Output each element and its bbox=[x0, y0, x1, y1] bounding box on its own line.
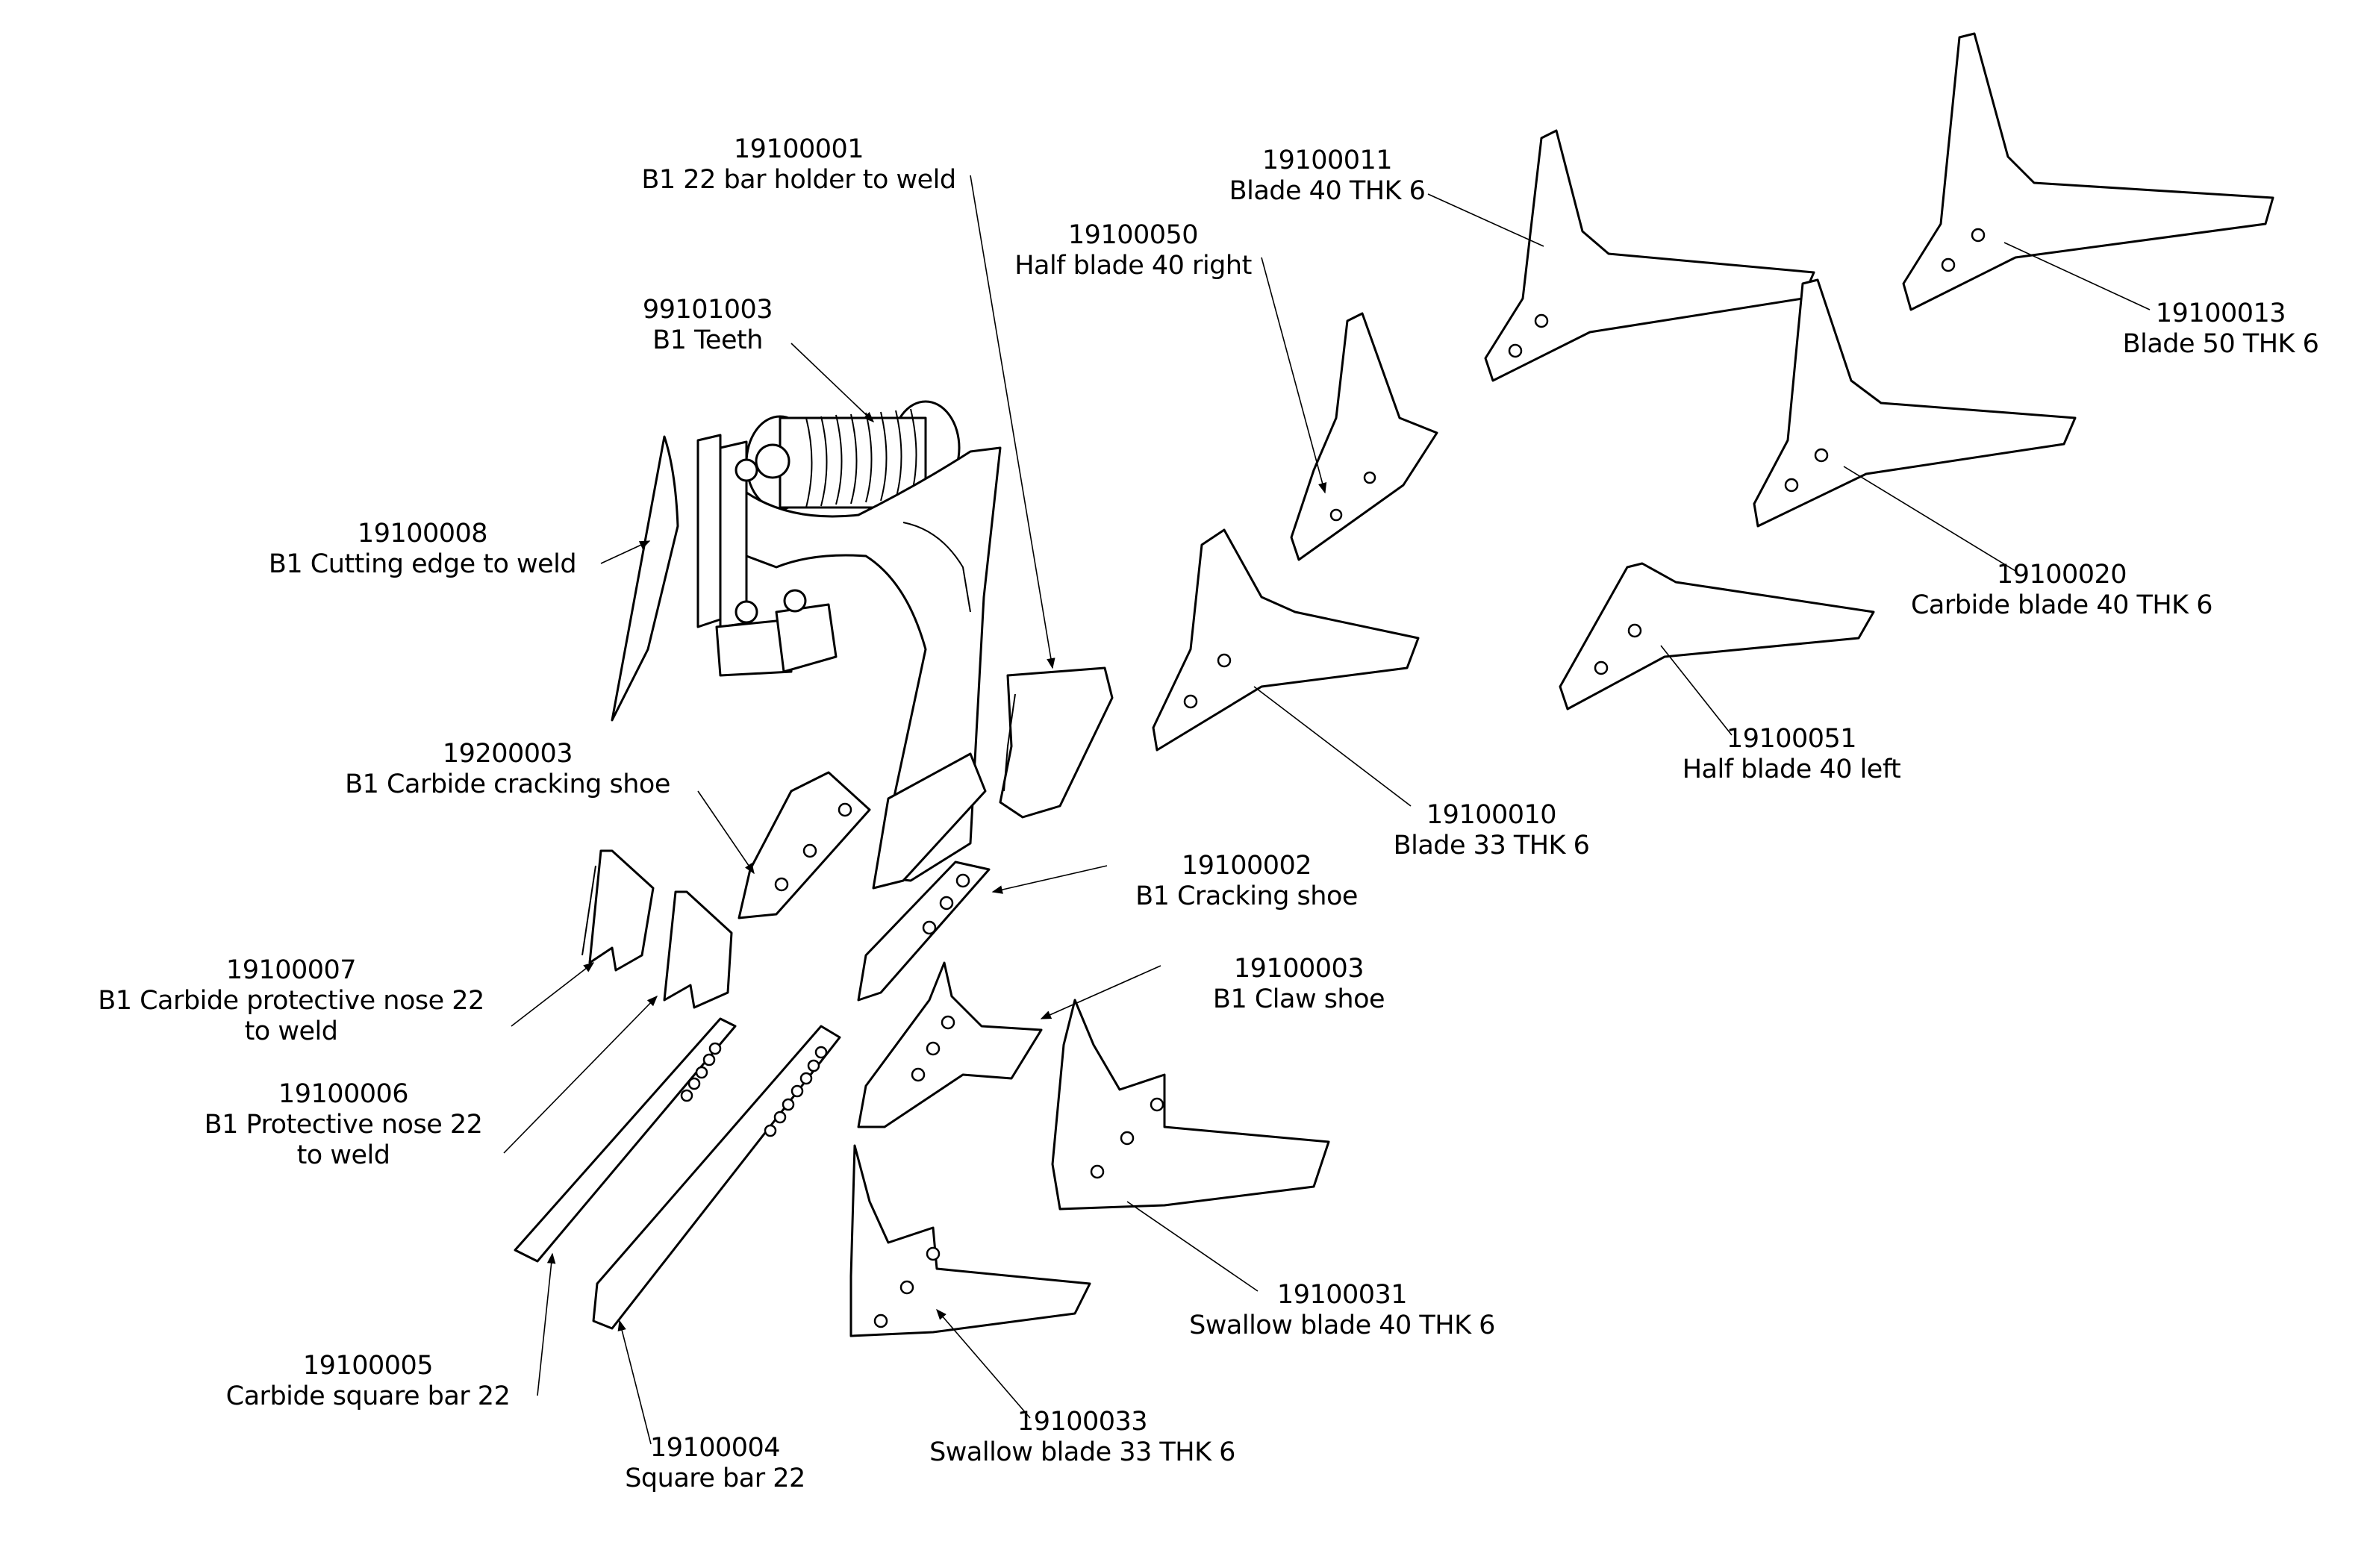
leader-19100002 bbox=[991, 865, 1108, 894]
part-description: B1 Protective nose 22 bbox=[204, 1110, 483, 1140]
callout-19100002: 19100002 B1 Cracking shoe bbox=[1135, 851, 1358, 912]
callout-19100007: 19100007 B1 Carbide protective nose 22 t… bbox=[98, 955, 484, 1047]
part-description: B1 Carbide protective nose 22 bbox=[98, 986, 484, 1016]
part-description: B1 Cutting edge to weld bbox=[268, 549, 577, 579]
part-description: Swallow blade 40 THK 6 bbox=[1189, 1311, 1495, 1340]
part-number: 99101003 bbox=[642, 295, 773, 325]
part-number: 19100010 bbox=[1426, 800, 1557, 830]
leader-19100013 bbox=[2003, 242, 2151, 310]
callout-19100011: 19100011 Blade 40 THK 6 bbox=[1229, 146, 1426, 207]
part-swallow-blade-33 bbox=[849, 1144, 1091, 1337]
part-bar-holder bbox=[999, 666, 1114, 819]
leader-19100003 bbox=[1040, 965, 1161, 1019]
part-carbide-protective-nose bbox=[581, 849, 655, 972]
leader-19100033 bbox=[936, 1308, 1031, 1419]
part-number: 19100011 bbox=[1262, 146, 1393, 175]
part-description: Half blade 40 right bbox=[1014, 251, 1252, 281]
part-description-line-2: to weld bbox=[244, 1016, 338, 1046]
callout-19100008: 19100008 B1 Cutting edge to weld bbox=[268, 519, 577, 580]
part-number: 19100003 bbox=[1233, 954, 1365, 984]
leader-19200003 bbox=[697, 790, 755, 875]
leader-lines bbox=[503, 175, 2151, 1445]
leader-99101003 bbox=[790, 343, 875, 422]
leader-19100007 bbox=[511, 962, 595, 1027]
part-swallow-blade-40 bbox=[1051, 999, 1330, 1211]
part-half-blade-40-left bbox=[1559, 562, 1875, 710]
part-description: B1 Teeth bbox=[652, 325, 763, 355]
callout-19100050: 19100050 Half blade 40 right bbox=[1014, 220, 1252, 281]
part-cracking-shoe bbox=[857, 860, 991, 1002]
part-description: B1 Cracking shoe bbox=[1135, 881, 1358, 911]
callout-19200003: 19200003 B1 Carbide cracking shoe bbox=[345, 739, 670, 800]
callout-19100006: 19100006 B1 Protective nose 22 to weld bbox=[205, 1079, 483, 1171]
callout-19100003: 19100003 B1 Claw shoe bbox=[1213, 954, 1385, 1015]
callout-19100001: 19100001 B1 22 bar holder to weld bbox=[641, 134, 956, 196]
callout-19100004: 19100004 Square bar 22 bbox=[625, 1433, 805, 1494]
part-number: 19100013 bbox=[2155, 299, 2286, 328]
part-description: Swallow blade 33 THK 6 bbox=[929, 1437, 1235, 1467]
leader-19100008 bbox=[600, 540, 651, 564]
part-description: Square bar 22 bbox=[625, 1464, 805, 1493]
part-number: 19100007 bbox=[225, 955, 357, 985]
leader-19100006 bbox=[503, 995, 658, 1154]
part-description-line-2: to weld bbox=[296, 1140, 390, 1170]
part-description: B1 Carbide cracking shoe bbox=[345, 769, 670, 799]
part-description: Blade 40 THK 6 bbox=[1229, 176, 1426, 206]
leader-19100031 bbox=[1126, 1201, 1259, 1292]
callout-19100051: 19100051 Half blade 40 left bbox=[1683, 724, 1901, 785]
part-claw-shoe bbox=[857, 961, 1043, 1128]
callout-19100031: 19100031 Swallow blade 40 THK 6 bbox=[1189, 1280, 1495, 1341]
part-description: Half blade 40 left bbox=[1682, 755, 1901, 784]
leader-19100001 bbox=[970, 175, 1055, 669]
part-number: 19100005 bbox=[302, 1351, 434, 1381]
part-description: B1 22 bar holder to weld bbox=[641, 165, 956, 195]
leader-19100051 bbox=[1660, 645, 1733, 736]
part-description: Blade 33 THK 6 bbox=[1393, 831, 1590, 860]
leader-19100020 bbox=[1843, 466, 2016, 572]
part-protective-nose bbox=[663, 890, 733, 1009]
shank-assembly bbox=[611, 400, 1002, 890]
part-number: 19200003 bbox=[442, 739, 573, 769]
part-carbide-blade-40 bbox=[1753, 278, 2077, 528]
part-carbide-square-bar bbox=[514, 1017, 737, 1263]
part-carbide-cracking-shoe bbox=[737, 771, 871, 919]
part-number: 19100050 bbox=[1067, 220, 1199, 250]
part-square-bar bbox=[592, 1025, 841, 1330]
leader-19100050 bbox=[1261, 257, 1327, 494]
part-number: 19100006 bbox=[278, 1079, 409, 1109]
part-number: 19100051 bbox=[1726, 724, 1857, 754]
leader-19100010 bbox=[1253, 686, 1412, 807]
part-number: 19100031 bbox=[1276, 1280, 1408, 1310]
part-number: 19100004 bbox=[649, 1433, 781, 1463]
callout-19100013: 19100013 Blade 50 THK 6 bbox=[2123, 299, 2319, 360]
callout-19100010: 19100010 Blade 33 THK 6 bbox=[1394, 800, 1590, 861]
part-number: 19100020 bbox=[1996, 560, 2127, 590]
part-number: 19100002 bbox=[1181, 851, 1312, 881]
callout-19100020: 19100020 Carbide blade 40 THK 6 bbox=[1910, 560, 2213, 621]
part-cutting-edge bbox=[611, 435, 679, 722]
part-description: Blade 50 THK 6 bbox=[2122, 329, 2319, 359]
part-number: 19100033 bbox=[1017, 1407, 1148, 1437]
part-number: 19100008 bbox=[357, 519, 488, 549]
part-description: Carbide blade 40 THK 6 bbox=[1910, 590, 2213, 620]
part-description: B1 Claw shoe bbox=[1212, 984, 1385, 1014]
part-bar-holder-mounted bbox=[872, 752, 987, 890]
part-blade-50 bbox=[1902, 32, 2274, 311]
part-mount-plate bbox=[696, 434, 722, 628]
leader-19100004 bbox=[617, 1319, 652, 1445]
callout-99101003: 99101003 B1 Teeth bbox=[643, 295, 773, 356]
part-blade-33 bbox=[1152, 528, 1420, 752]
part-half-blade-40-right bbox=[1290, 312, 1438, 561]
part-blade-40 bbox=[1484, 129, 1815, 382]
leader-19100011 bbox=[1427, 193, 1544, 247]
part-number: 19100001 bbox=[733, 134, 864, 164]
leader-19100005 bbox=[537, 1252, 556, 1396]
callout-19100005: 19100005 Carbide square bar 22 bbox=[226, 1351, 511, 1412]
callout-19100033: 19100033 Swallow blade 33 THK 6 bbox=[929, 1407, 1235, 1468]
part-description: Carbide square bar 22 bbox=[225, 1381, 511, 1411]
